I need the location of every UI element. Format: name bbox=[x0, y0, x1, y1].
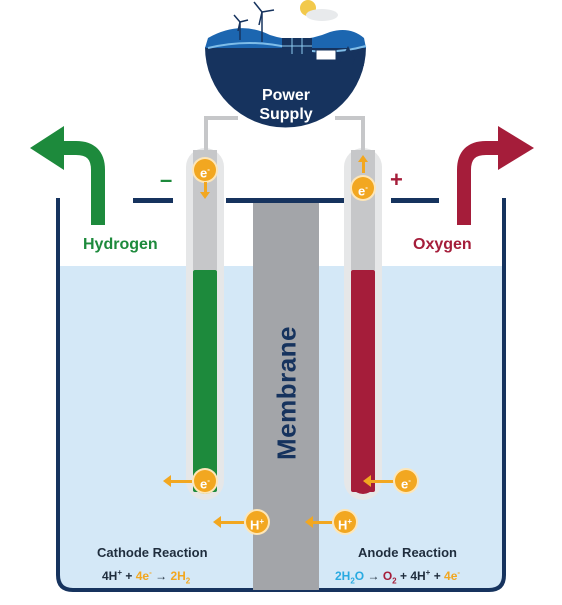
electron-icon: e- bbox=[194, 470, 216, 492]
lid-middle bbox=[226, 198, 344, 203]
down-arrow-icon bbox=[204, 182, 207, 194]
proton-icon: H+ bbox=[334, 511, 356, 533]
hydrogen-arrow bbox=[58, 141, 105, 225]
oxygen-label: Oxygen bbox=[413, 236, 472, 253]
cathode-reaction-equation: 4H+ + 4e- → 2H2 bbox=[102, 568, 191, 586]
left-arrow-icon bbox=[213, 516, 244, 528]
tree-icon bbox=[340, 46, 364, 66]
lid-left bbox=[133, 198, 173, 203]
anode-positive-sign: + bbox=[390, 167, 403, 192]
down-arrow-head bbox=[200, 192, 210, 199]
left-arrow-icon bbox=[363, 475, 394, 487]
cathode-electrode bbox=[193, 270, 217, 492]
wind-turbine-icon bbox=[233, 1, 275, 42]
membrane-label: Membrane bbox=[271, 325, 302, 461]
left-arrow-icon bbox=[305, 516, 332, 528]
up-arrow-head bbox=[358, 155, 368, 162]
electron-icon: e- bbox=[395, 470, 417, 492]
anode-reaction-equation: 2H2O → O2 + 4H+ + 4e- bbox=[335, 568, 461, 586]
electron-icon: e- bbox=[194, 159, 216, 181]
left-arrow-icon bbox=[163, 475, 192, 487]
up-arrow-icon bbox=[362, 161, 365, 173]
wire-left bbox=[204, 116, 238, 150]
power-supply-label: Power Supply bbox=[259, 87, 313, 123]
cathode-reaction-title: Cathode Reaction bbox=[97, 545, 208, 560]
solar-panel-icon bbox=[282, 38, 337, 61]
power-supply-dome bbox=[205, 47, 366, 128]
anode-reaction-title: Anode Reaction bbox=[358, 545, 457, 560]
hydrogen-label: Hydrogen bbox=[83, 236, 158, 253]
electron-icon: e- bbox=[352, 177, 374, 199]
proton-icon: H+ bbox=[246, 511, 268, 533]
anode-electrode bbox=[351, 270, 375, 492]
cloud-icon bbox=[306, 9, 338, 21]
wire-right bbox=[335, 116, 365, 150]
oxygen-arrow bbox=[457, 141, 504, 225]
cathode-negative-sign: – bbox=[160, 167, 173, 192]
lid-right bbox=[391, 198, 439, 203]
